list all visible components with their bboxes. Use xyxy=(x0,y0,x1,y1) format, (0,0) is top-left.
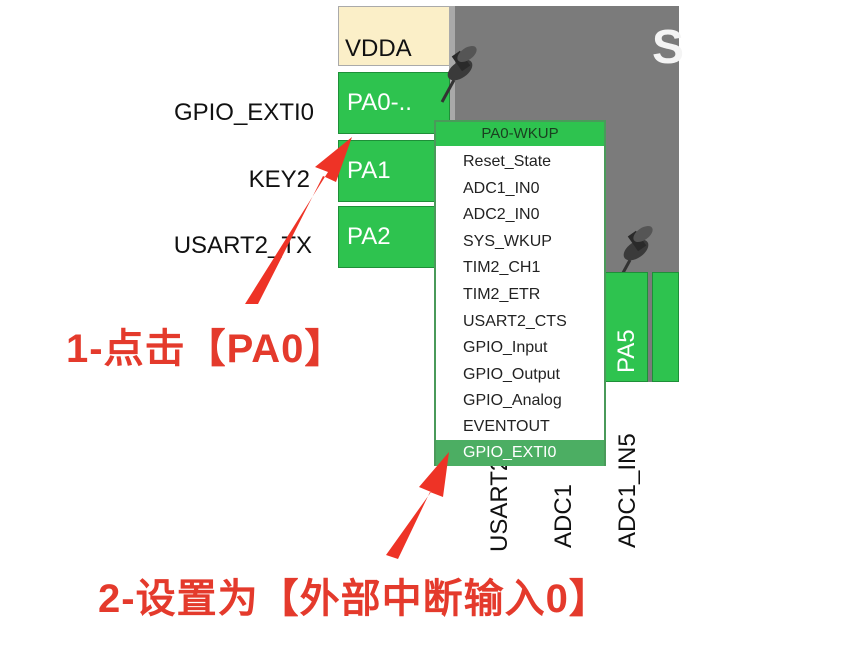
pin-pa6[interactable] xyxy=(652,272,679,382)
menu-item-adc1-in0[interactable]: ADC1_IN0 xyxy=(463,180,540,197)
pin-pa0[interactable]: PA0-.. xyxy=(338,72,450,134)
menu-item-label: GPIO_EXTI0 xyxy=(463,444,557,461)
menu-item-gpio-input[interactable]: GPIO_Input xyxy=(463,339,548,356)
menu-item-gpio-output[interactable]: GPIO_Output xyxy=(463,366,560,383)
menu-item-gpio-analog[interactable]: GPIO_Analog xyxy=(463,392,562,409)
menu-item-tim2-ch1[interactable]: TIM2_CH1 xyxy=(463,259,541,276)
chip-part-letter: S xyxy=(652,21,685,74)
menu-item-tim2-etr[interactable]: TIM2_ETR xyxy=(463,286,541,303)
menu-header: PA0-WKUP xyxy=(436,122,604,146)
menu-item-usart2-cts[interactable]: USART2_CTS xyxy=(463,313,567,330)
pin-vdda[interactable]: VDDA xyxy=(338,6,450,66)
pin-pa2[interactable]: PA2 xyxy=(338,206,450,268)
menu-item-adc2-in0[interactable]: ADC2_IN0 xyxy=(463,206,540,223)
menu-item-gpio-exti0-selected[interactable]: GPIO_EXTI0 xyxy=(436,440,604,466)
menu-item-sys-wkup[interactable]: SYS_WKUP xyxy=(463,233,552,250)
annotation-step1: 1-点击【PA0】 xyxy=(66,327,346,371)
pin-label-pa1: KEY2 xyxy=(248,166,310,193)
annotation-step2: 2-设置为【外部中断输入0】 xyxy=(98,577,610,621)
menu-item-reset-state[interactable]: Reset_State xyxy=(463,153,552,170)
arrow-step2-icon xyxy=(386,452,449,559)
arrow-step1-icon xyxy=(245,137,352,304)
pin-label-pa0: GPIO_EXTI0 xyxy=(173,99,314,126)
menu-item-eventout[interactable]: EVENTOUT xyxy=(463,418,550,435)
pushpin-icon xyxy=(440,46,477,103)
pin-function-menu[interactable]: PA0-WKUP Reset_State ADC1_IN0 ADC2_IN0 S… xyxy=(434,120,606,466)
